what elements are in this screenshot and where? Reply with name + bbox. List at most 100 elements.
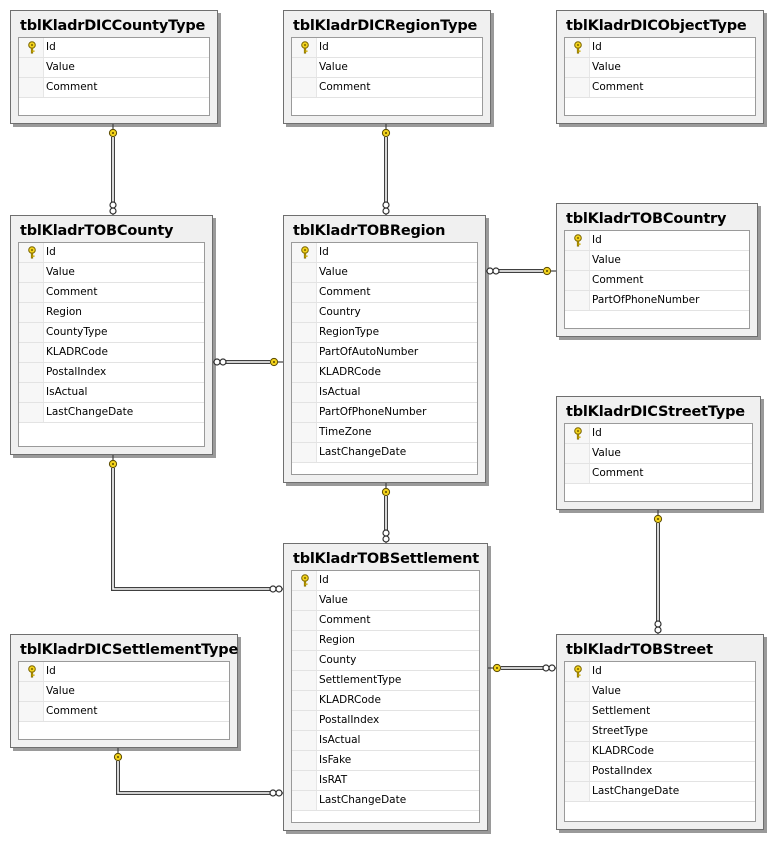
column-row[interactable]: Comment: [292, 283, 477, 303]
row-selector[interactable]: [565, 742, 590, 761]
column-row[interactable]: RegionType: [292, 323, 477, 343]
row-selector[interactable]: [292, 651, 317, 670]
row-selector[interactable]: [19, 662, 44, 681]
column-row[interactable]: StreetType: [565, 722, 755, 742]
row-selector[interactable]: [292, 383, 317, 402]
column-row[interactable]: Comment: [565, 464, 752, 484]
row-selector[interactable]: [565, 58, 590, 77]
column-row[interactable]: Id: [565, 231, 749, 251]
row-selector[interactable]: [292, 731, 317, 750]
column-row[interactable]: LastChangeDate: [565, 782, 755, 802]
column-row[interactable]: Value: [19, 58, 209, 78]
row-selector[interactable]: [292, 423, 317, 442]
column-row[interactable]: CountyType: [19, 323, 204, 343]
column-row[interactable]: Value: [19, 263, 204, 283]
column-row[interactable]: PartOfPhoneNumber: [565, 291, 749, 311]
row-selector[interactable]: [19, 363, 44, 382]
row-selector[interactable]: [292, 323, 317, 342]
column-row[interactable]: Comment: [565, 271, 749, 291]
row-selector[interactable]: [292, 443, 317, 462]
column-row[interactable]: Id: [565, 424, 752, 444]
column-row[interactable]: PostalIndex: [565, 762, 755, 782]
column-row[interactable]: KLADRCode: [292, 691, 479, 711]
row-selector[interactable]: [19, 702, 44, 721]
row-selector[interactable]: [565, 464, 590, 483]
row-selector[interactable]: [565, 38, 590, 57]
column-row[interactable]: PostalIndex: [292, 711, 479, 731]
row-selector[interactable]: [565, 662, 590, 681]
row-selector[interactable]: [565, 782, 590, 801]
column-row[interactable]: KLADRCode: [19, 343, 204, 363]
row-selector[interactable]: [19, 243, 44, 262]
column-row[interactable]: Value: [565, 251, 749, 271]
column-row[interactable]: Value: [565, 682, 755, 702]
column-row[interactable]: Comment: [292, 78, 482, 98]
row-selector[interactable]: [19, 323, 44, 342]
row-selector[interactable]: [565, 251, 590, 270]
row-selector[interactable]: [565, 424, 590, 443]
column-row[interactable]: Region: [292, 631, 479, 651]
row-selector[interactable]: [565, 291, 590, 310]
column-row[interactable]: IsActual: [292, 731, 479, 751]
column-row[interactable]: Comment: [19, 702, 229, 722]
row-selector[interactable]: [292, 751, 317, 770]
column-row[interactable]: LastChangeDate: [292, 791, 479, 811]
column-row[interactable]: IsRAT: [292, 771, 479, 791]
row-selector[interactable]: [292, 571, 317, 590]
row-selector[interactable]: [19, 403, 44, 422]
column-row[interactable]: LastChangeDate: [19, 403, 204, 423]
row-selector[interactable]: [565, 682, 590, 701]
column-row[interactable]: Id: [19, 38, 209, 58]
row-selector[interactable]: [19, 263, 44, 282]
column-row[interactable]: Id: [292, 38, 482, 58]
row-selector[interactable]: [292, 791, 317, 810]
row-selector[interactable]: [565, 444, 590, 463]
column-row[interactable]: Value: [292, 591, 479, 611]
table-title[interactable]: tblKladrDICObjectType: [566, 18, 747, 34]
table-title[interactable]: tblKladrDICRegionType: [293, 18, 478, 34]
column-row[interactable]: Id: [292, 243, 477, 263]
column-row[interactable]: SettlementType: [292, 671, 479, 691]
row-selector[interactable]: [565, 702, 590, 721]
column-row[interactable]: Value: [565, 444, 752, 464]
column-row[interactable]: Region: [19, 303, 204, 323]
column-row[interactable]: Id: [565, 38, 755, 58]
row-selector[interactable]: [19, 383, 44, 402]
table-title[interactable]: tblKladrTOBCountry: [566, 211, 727, 227]
row-selector[interactable]: [19, 682, 44, 701]
table-title[interactable]: tblKladrTOBSettlement: [293, 551, 480, 567]
table-title[interactable]: tblKladrDICSettlementType: [20, 642, 239, 658]
row-selector[interactable]: [292, 58, 317, 77]
table-title[interactable]: tblKladrTOBCounty: [20, 223, 174, 239]
column-row[interactable]: TimeZone: [292, 423, 477, 443]
column-row[interactable]: Id: [292, 571, 479, 591]
column-row[interactable]: IsActual: [19, 383, 204, 403]
column-row[interactable]: Value: [292, 263, 477, 283]
column-row[interactable]: Id: [565, 662, 755, 682]
column-row[interactable]: PostalIndex: [19, 363, 204, 383]
row-selector[interactable]: [19, 58, 44, 77]
row-selector[interactable]: [292, 671, 317, 690]
column-row[interactable]: Id: [19, 662, 229, 682]
table-title[interactable]: tblKladrTOBRegion: [293, 223, 446, 239]
column-row[interactable]: PartOfPhoneNumber: [292, 403, 477, 423]
column-row[interactable]: IsFake: [292, 751, 479, 771]
row-selector[interactable]: [292, 711, 317, 730]
column-row[interactable]: County: [292, 651, 479, 671]
column-row[interactable]: KLADRCode: [565, 742, 755, 762]
row-selector[interactable]: [292, 631, 317, 650]
row-selector[interactable]: [19, 343, 44, 362]
column-row[interactable]: Comment: [19, 78, 209, 98]
row-selector[interactable]: [19, 283, 44, 302]
column-row[interactable]: Comment: [565, 78, 755, 98]
row-selector[interactable]: [292, 263, 317, 282]
column-row[interactable]: PartOfAutoNumber: [292, 343, 477, 363]
